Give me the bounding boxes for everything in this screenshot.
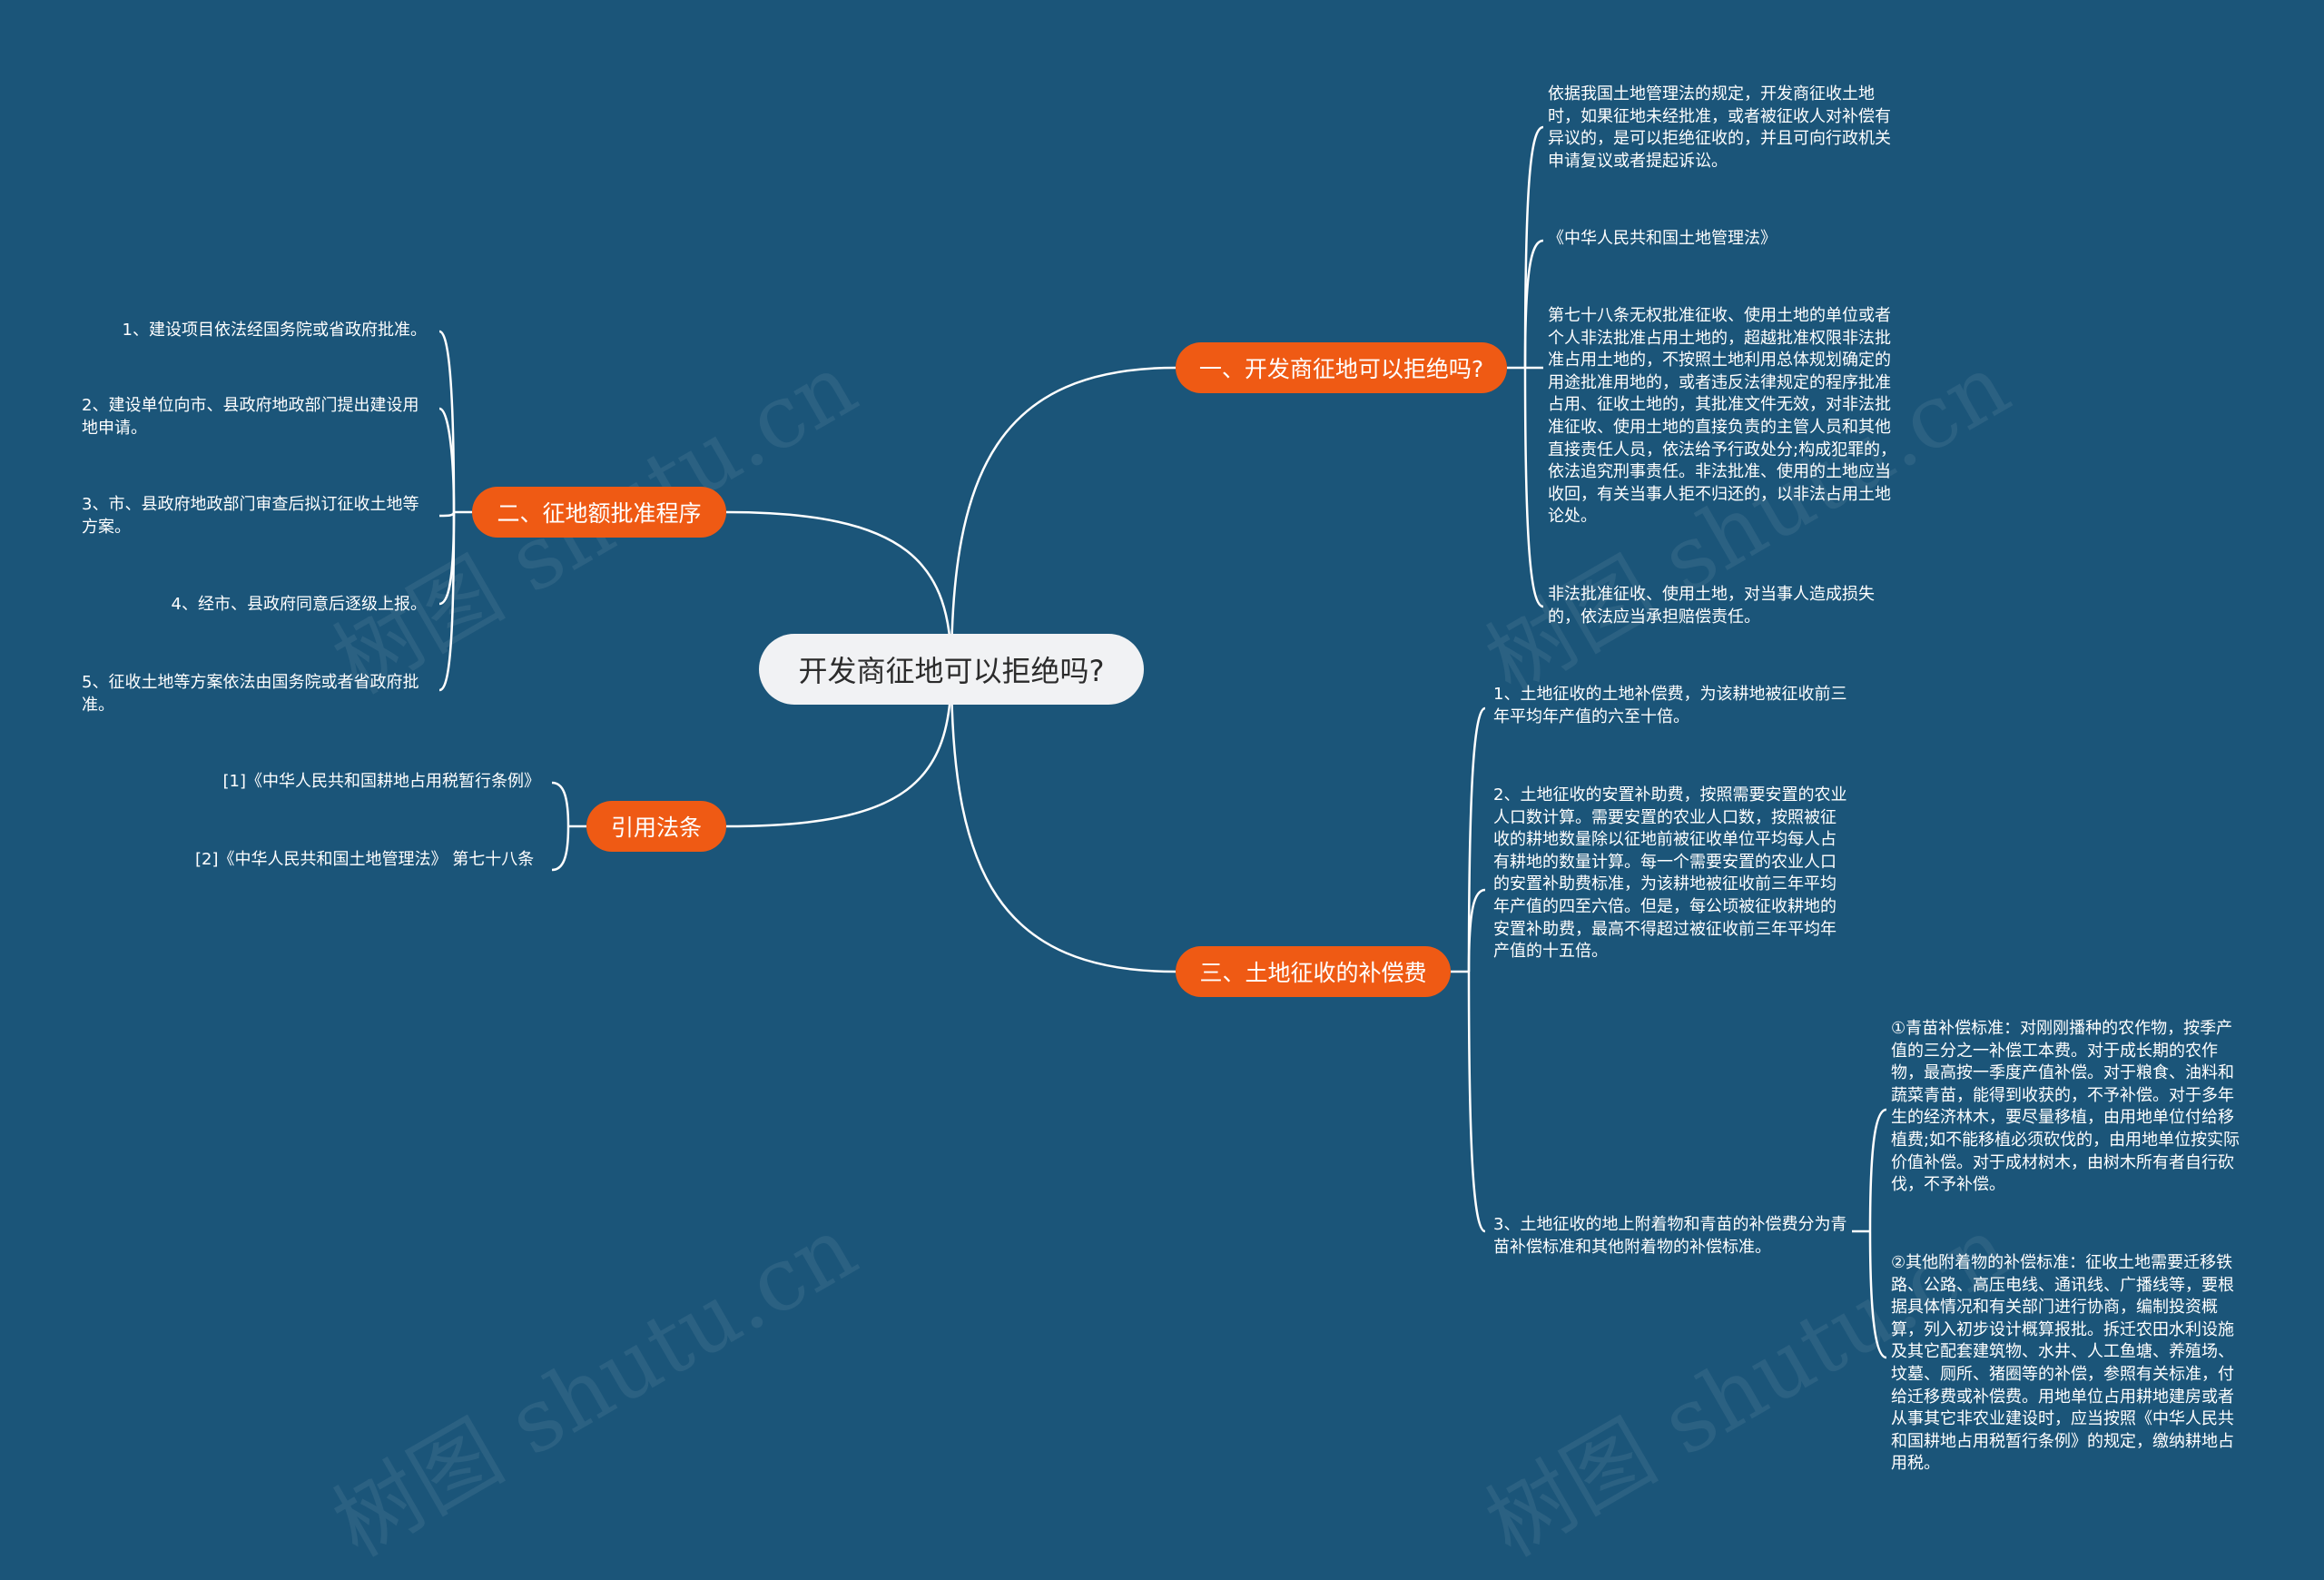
leaf-text: 2、建设单位向市、县政府地政部门提出建设用地申请。 — [82, 396, 419, 438]
connector-b2-leaf5 — [438, 511, 456, 692]
branch-node-compensation[interactable]: 三、土地征收的补偿费 — [1176, 946, 1451, 997]
leaf-text: 5、征收土地等方案依法由国务院或者省政府批准。 — [82, 673, 419, 715]
connector-b1-leaf2 — [1523, 239, 1544, 369]
leaf-text: 《中华人民共和国土地管理法》 — [1548, 229, 1777, 248]
connector-b3-leaf2 — [1467, 888, 1486, 973]
connector-b3-leaf3 — [1467, 971, 1486, 1233]
leaf-text: 3、市、县政府地政部门审查后拟订征收土地等方案。 — [82, 495, 419, 537]
leaf-text: 非法批准征收、使用土地，对当事人造成损失的，依法应当承担赔偿责任。 — [1548, 585, 1875, 627]
leaf-text: [1]《中华人民共和国耕地占用税暂行条例》 — [222, 772, 541, 791]
branch-node-approval-procedure[interactable]: 二、征地额批准程序 — [472, 487, 726, 538]
leaf-text: 1、土地征收的土地补偿费，为该耕地被征收前三年平均年产值的六至十倍。 — [1493, 685, 1847, 726]
connector-b3-sub1 — [1868, 1108, 1887, 1232]
leaf-text: ②其他附着物的补偿标准：征收土地需要迁移铁路、公路、高压电线、通讯线、广播线等，… — [1891, 1253, 2234, 1474]
connector-b4-leaf2 — [551, 825, 570, 872]
connector-root-b1 — [950, 366, 1177, 671]
connector-root-b4 — [725, 669, 953, 828]
connector-root-b3 — [950, 669, 1177, 973]
connector-b3-leaf1 — [1467, 706, 1486, 973]
leaf-text: 2、土地征收的安置补助费，按照需要安置的农业人口数计算。需要安置的农业人口数，按… — [1493, 785, 1847, 962]
leaf-text: 第七十八条无权批准征收、使用土地的单位或者个人非法批准占用土地的，超越批准权限非… — [1548, 306, 1897, 527]
connector-b3-sub2 — [1868, 1230, 1887, 1359]
leaf-text: 3、土地征收的地上附着物和青苗的补偿费分为青苗补偿标准和其他附着物的补偿标准。 — [1493, 1215, 1847, 1257]
connector-b1-leaf4 — [1523, 367, 1544, 608]
leaf-text: 依据我国土地管理法的规定，开发商征收土地时，如果征地未经批准，或者被征收人对补偿… — [1548, 84, 1891, 171]
leaf-text: ①青苗补偿标准：对刚刚播种的农作物，按季产值的三分之一补偿工本费。对于成长期的农… — [1891, 1019, 2240, 1195]
root-node[interactable]: 开发商征地可以拒绝吗? — [759, 634, 1144, 705]
leaf-text: [2]《中华人民共和国土地管理法》 第七十八条 — [195, 850, 535, 869]
connector-b2-leaf4 — [438, 511, 456, 606]
connector-root-b2 — [725, 510, 953, 671]
branch-node-refuse-question[interactable]: 一、开发商征地可以拒绝吗? — [1176, 342, 1507, 393]
connector-b2-leaf3 — [438, 511, 456, 518]
branch-node-cited-laws[interactable]: 引用法条 — [586, 801, 726, 852]
leaf-text: 4、经市、县政府同意后逐级上报。 — [171, 595, 427, 614]
leaf-text: 1、建设项目依法经国务院或省政府批准。 — [122, 321, 427, 340]
connector-b2-leaf2 — [438, 407, 456, 513]
connector-b4-leaf1 — [551, 781, 570, 827]
